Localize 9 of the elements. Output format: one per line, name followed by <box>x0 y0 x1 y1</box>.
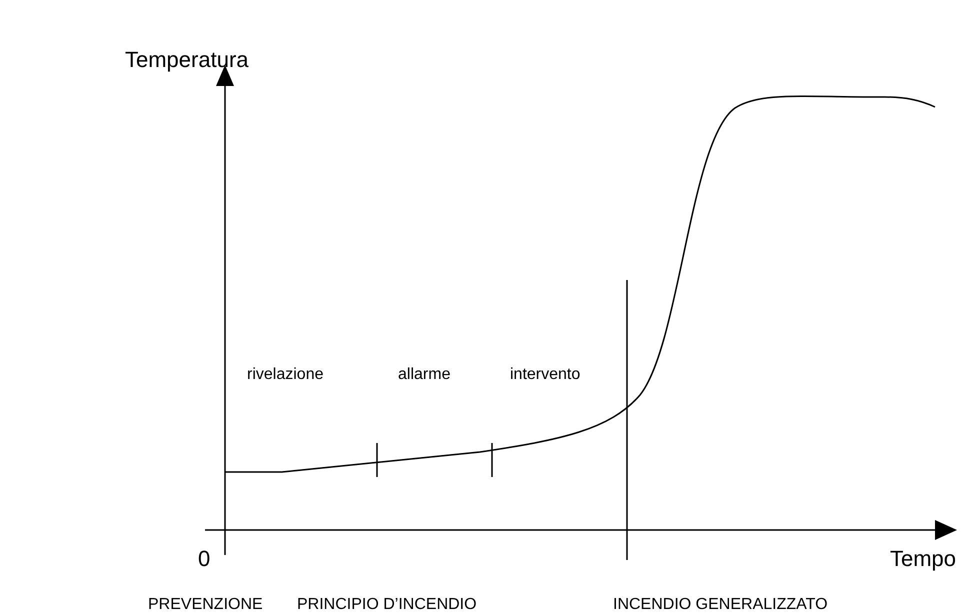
stage-label: PREVENZIONE <box>148 596 263 614</box>
axis-title: Tempo <box>890 547 956 572</box>
phase-label: rivelazione <box>247 366 324 384</box>
phase-label: allarme <box>398 366 450 384</box>
phase-label: intervento <box>510 366 580 384</box>
stage-label: PRINCIPIO D’INCENDIO <box>297 596 477 614</box>
stage-label: INCENDIO GENERALIZZATO <box>613 596 828 614</box>
axis-title: Temperatura <box>125 48 249 72</box>
axis-origin-label: 0 <box>198 547 210 572</box>
